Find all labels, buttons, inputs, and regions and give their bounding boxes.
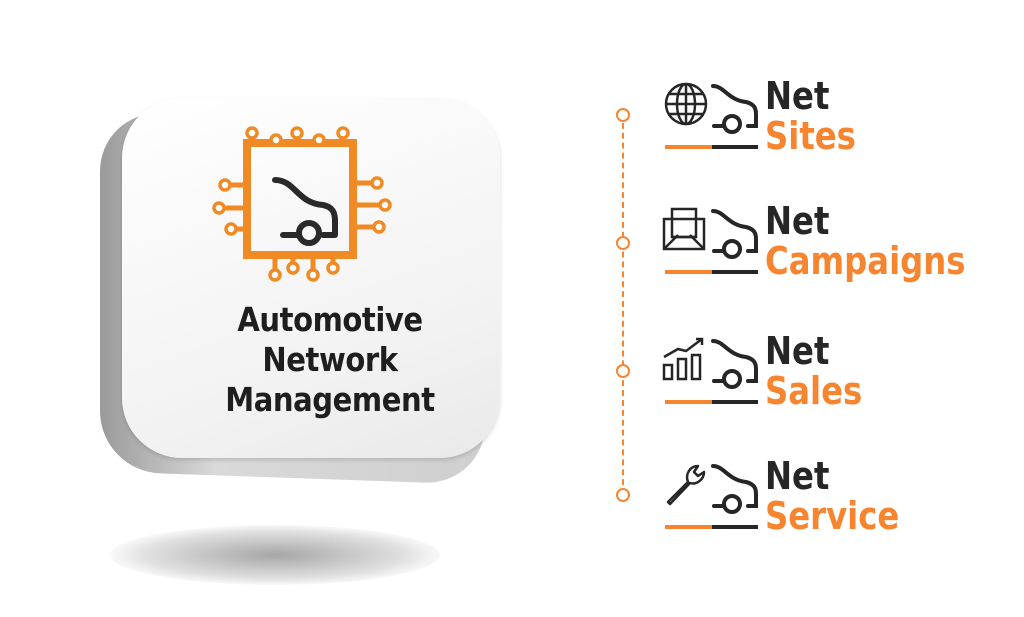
product-net-service: Net Service xyxy=(660,454,980,540)
product-prefix: Net xyxy=(765,74,830,118)
underline-dark xyxy=(712,145,758,149)
underline-dark xyxy=(712,525,758,529)
logo-title-line: Automotive xyxy=(237,300,423,339)
product-name: Campaigns xyxy=(765,239,966,283)
product-net-sites: Net Sites xyxy=(660,74,980,160)
product-name: Service xyxy=(765,494,900,538)
car-icon xyxy=(711,84,758,134)
product-prefix: Net xyxy=(765,454,830,498)
timeline-line xyxy=(622,113,624,495)
timeline-dot xyxy=(616,364,630,378)
logo-title-line: Management xyxy=(225,380,435,419)
underline-accent xyxy=(665,270,712,274)
underline-accent xyxy=(665,525,712,529)
car-icon xyxy=(711,339,758,389)
timeline-dot xyxy=(616,236,630,250)
product-prefix: Net xyxy=(765,199,830,243)
timeline-dot xyxy=(616,108,630,122)
growth-chart-icon xyxy=(662,337,704,381)
underline-dark xyxy=(712,270,758,274)
envelope-icon xyxy=(662,207,706,251)
underline-accent xyxy=(665,145,712,149)
product-name: Sites xyxy=(765,114,856,158)
logo-title: Automotive Network Management xyxy=(160,300,500,420)
car-icon xyxy=(711,464,758,514)
timeline-dot xyxy=(616,488,630,502)
underline-accent xyxy=(665,400,712,404)
card-shadow xyxy=(110,525,440,585)
product-name: Sales xyxy=(765,369,863,413)
product-prefix: Net xyxy=(765,329,830,373)
product-net-campaigns: Net Campaigns xyxy=(660,199,980,285)
wrench-icon xyxy=(666,464,706,506)
car-icon xyxy=(711,209,758,259)
product-net-sales: Net Sales xyxy=(660,329,980,415)
globe-icon xyxy=(664,82,708,126)
underline-dark xyxy=(712,400,758,404)
chip-car-icon xyxy=(212,126,392,282)
logo-title-line: Network xyxy=(262,340,398,379)
